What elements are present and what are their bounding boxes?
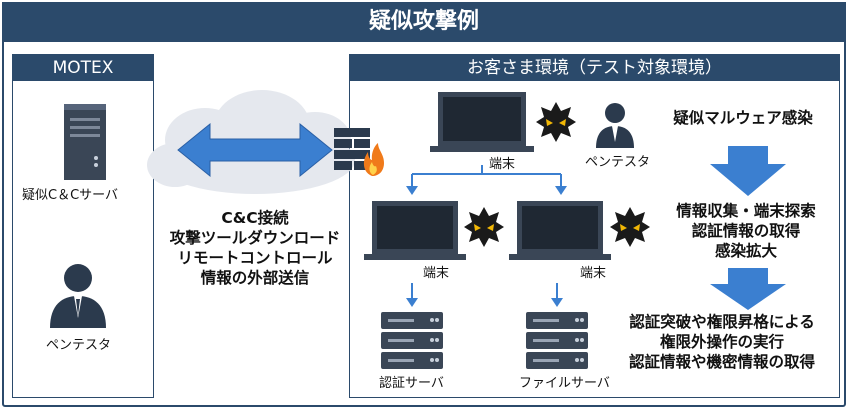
right-terminal-label: 端末	[580, 266, 607, 281]
step-3-line: 権限外操作の実行	[659, 333, 784, 351]
cc-activity-list: C&C接続 攻撃ツールダウンロード リモートコントロール 情報の外部送信	[160, 208, 350, 288]
cc-server-icon	[64, 104, 106, 180]
cc-activity-item: C&C接続	[221, 209, 289, 227]
flow-arrow-down-1	[710, 146, 786, 196]
motex-pentester-label: ペンテスタ	[46, 338, 112, 353]
right-terminal-laptop-icon	[509, 201, 611, 260]
left-terminal-laptop-icon	[364, 201, 466, 260]
step-3-line: 認証情報や機密情報の取得	[628, 353, 815, 371]
file-server-icon	[526, 312, 588, 369]
step-1-text: 疑似マルウェア感染	[653, 108, 833, 128]
virus-icon-right	[610, 207, 650, 247]
customer-pentester-person-icon	[596, 103, 634, 148]
file-server-label: ファイルサーバ	[519, 376, 610, 391]
double-arrow-icon	[177, 122, 333, 178]
cc-activity-item: 情報の外部送信	[200, 269, 310, 287]
top-terminal-label: 端末	[489, 157, 516, 172]
left-terminal-label: 端末	[423, 266, 450, 281]
flow-arrow-down-2	[710, 268, 786, 310]
customer-panel-header: お客さま環境（テスト対象環境）	[350, 55, 839, 81]
top-terminal-laptop-icon	[430, 92, 534, 152]
virus-icon-left	[464, 207, 504, 247]
motex-panel-header: MOTEX	[13, 55, 153, 81]
firewall-icon	[334, 128, 370, 170]
step-2-line: 情報収集・端末探索	[676, 202, 816, 220]
step-3-text: 認証突破や権限昇格による 権限外操作の実行 認証情報や機密情報の取得	[608, 312, 836, 372]
cc-activity-item: リモートコントロール	[177, 249, 333, 267]
virus-icon-top	[536, 102, 576, 142]
auth-server-label: 認証サーバ	[379, 376, 444, 391]
step-2-line: 感染拡大	[714, 242, 777, 260]
step-1-line: 疑似マルウェア感染	[673, 109, 813, 127]
step-2-line: 認証情報の取得	[691, 222, 801, 240]
fire-icon	[363, 143, 384, 176]
page-title: 疑似攻撃例	[2, 2, 846, 42]
step-3-line: 認証突破や権限昇格による	[629, 313, 815, 331]
step-2-text: 情報収集・端末探索 認証情報の取得 感染拡大	[653, 201, 839, 261]
terminal-connector-lines	[406, 165, 567, 307]
cc-server-label: 疑似C＆Cサーバ	[22, 188, 119, 203]
pentester-person-icon	[50, 264, 106, 328]
cc-activity-item: 攻撃ツールダウンロード	[169, 229, 341, 247]
auth-server-icon	[381, 312, 443, 369]
customer-pentester-label: ペンテスタ	[585, 155, 651, 170]
